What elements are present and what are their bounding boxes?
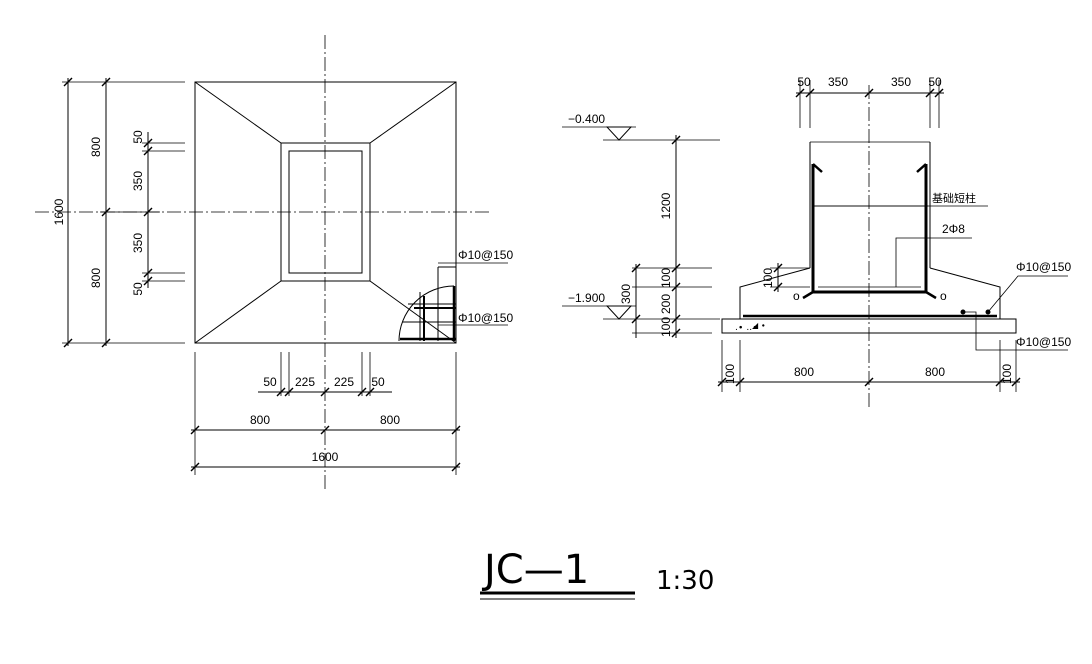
plan-dim-bottom-225b: 225 [334, 375, 354, 389]
section-top-dimensions [795, 80, 944, 128]
section-blinding-layer [721, 318, 1017, 334]
drawing-scale: 1:30 [656, 566, 714, 596]
section-concrete-hatch: .∙ ..∙ ◢ ∙ [735, 321, 766, 333]
plan-dim-bottom-800b: 800 [380, 413, 400, 427]
plan-dim-left-upper: 800 [89, 137, 103, 157]
drawing-title: JC—1 [481, 547, 589, 593]
section-vertical-dimensions [631, 135, 712, 338]
plan-dim-total-left: 1600 [52, 198, 66, 225]
plan-slope-line [369, 81, 457, 144]
plan-dim-inner-350b: 350 [131, 233, 145, 253]
plan-bottom-dimensions [190, 352, 461, 475]
section-dim-top-350b: 350 [891, 75, 911, 89]
plan-slope-line [194, 280, 282, 344]
section-dim-bottom-100b: 100 [1000, 364, 1014, 384]
plan-footing-outline [194, 81, 457, 344]
svg-text:.∙ ..∙: .∙ ..∙ [735, 323, 758, 333]
plan-view: Φ10@150 Φ10@150 1600 800 800 [35, 35, 513, 490]
section-dim-1200: 1200 [659, 192, 673, 219]
section-rebar-top-label: Φ10@150 [1016, 260, 1071, 274]
plan-dim-bottom-50a: 50 [263, 375, 277, 389]
plan-slope-line [369, 280, 457, 344]
section-dim-top-50b: 50 [928, 75, 942, 89]
column-rebar-leader [895, 237, 972, 287]
section-dim-haunch-100: 100 [761, 268, 775, 288]
section-dim-top-350a: 350 [828, 75, 848, 89]
section-dim-bottom-800a: 800 [794, 365, 814, 379]
section-dim-bottom-100a: 100 [723, 364, 737, 384]
section-elevation-bottom-label: −1.900 [568, 291, 605, 305]
plan-dim-bottom-800a: 800 [250, 413, 270, 427]
section-bottom-dimensions [717, 340, 1021, 392]
section-column-label: 基础短柱 [932, 191, 976, 205]
section-haunch-dimension [770, 263, 810, 292]
section-column-rebar-label: 2Φ8 [942, 222, 965, 236]
plan-dim-bottom-total: 1600 [312, 450, 339, 464]
plan-dim-bottom-50b: 50 [371, 375, 385, 389]
section-dim-bottom-800b: 800 [925, 365, 945, 379]
section-elevation-bottom [562, 305, 720, 320]
plan-slope-line [194, 81, 282, 144]
section-rebar-bottom-label: Φ10@150 [1016, 335, 1071, 349]
drawing-title-block: JC—1 1:30 [480, 547, 714, 600]
section-view: .∙ ..∙ ◢ ∙ o o 50 350 350 [562, 75, 1071, 408]
hook-mark: o [940, 289, 947, 303]
section-dim-top-50a: 50 [797, 75, 811, 89]
plan-dim-inner-350a: 350 [131, 171, 145, 191]
section-dim-100-lower: 100 [659, 317, 673, 337]
plan-dim-inner-50b: 50 [131, 282, 145, 296]
section-rebar-leader-top [987, 275, 1068, 313]
section-elevation-top-label: −0.400 [568, 112, 605, 126]
hook-mark: o [793, 289, 800, 303]
plan-rebar-bottom-label: Φ10@150 [458, 311, 513, 325]
section-dim-100-upper: 100 [659, 268, 673, 288]
section-column-rebar [811, 164, 928, 294]
plan-dim-bottom-225a: 225 [295, 375, 315, 389]
plan-dim-inner-50a: 50 [131, 130, 145, 144]
svg-text:◢ ∙: ◢ ∙ [752, 321, 766, 330]
plan-left-dimensions [62, 77, 185, 348]
plan-rebar-detail [398, 262, 508, 342]
plan-rebar-top-label: Φ10@150 [458, 248, 513, 262]
plan-dim-left-lower: 800 [89, 268, 103, 288]
section-dim-200: 200 [659, 294, 673, 314]
section-dim-300: 300 [619, 284, 633, 304]
section-elevation-top [562, 126, 720, 141]
section-rebar-leader-bottom [963, 311, 1068, 351]
